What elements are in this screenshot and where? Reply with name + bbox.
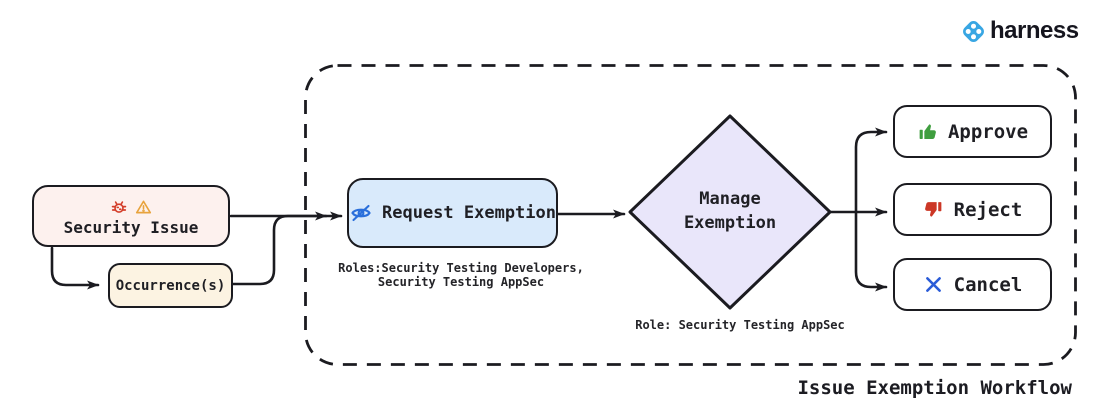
node-security-issue: Security Issue <box>32 185 230 247</box>
edge-security-to-occurrence <box>50 246 100 290</box>
x-icon <box>923 274 944 295</box>
node-request-exemption: Request Exemption <box>347 178 558 248</box>
eye-off-icon <box>349 201 373 225</box>
request-exemption-label: Request Exemption <box>382 203 556 223</box>
thumbs-down-icon <box>923 199 944 220</box>
node-approve: Approve <box>893 105 1052 158</box>
occurrences-label: Occurrence(s) <box>115 277 226 294</box>
reject-label: Reject <box>953 198 1023 221</box>
harness-logo-icon <box>960 18 987 45</box>
workflow-caption: Issue Exemption Workflow <box>797 377 1072 399</box>
edge-occurrence-to-request <box>231 211 328 286</box>
bug-icon <box>110 198 128 216</box>
brand: harness <box>960 17 1079 45</box>
thumbs-up-icon <box>917 121 938 142</box>
request-roles-line1: Roles:Security Testing Developers, <box>338 261 584 275</box>
node-reject: Reject <box>893 183 1052 236</box>
request-roles-note: Roles:Security Testing Developers, Secur… <box>325 261 597 289</box>
request-roles-line2: Security Testing AppSec <box>377 275 545 289</box>
workflow-boundary <box>304 64 1077 366</box>
cancel-label: Cancel <box>953 273 1023 296</box>
warning-icon <box>134 198 153 216</box>
manage-role-note: Role: Security Testing AppSec <box>635 318 845 332</box>
edge-manage-to-approve <box>854 127 888 214</box>
approve-label: Approve <box>947 120 1029 143</box>
brand-wordmark: harness <box>990 17 1079 44</box>
manage-exemption-label: Manage Exemption <box>683 189 777 233</box>
node-cancel: Cancel <box>893 258 1052 311</box>
node-occurrences: Occurrence(s) <box>108 263 233 308</box>
edge-manage-to-cancel <box>854 210 888 292</box>
security-issue-label: Security Issue <box>63 217 199 237</box>
